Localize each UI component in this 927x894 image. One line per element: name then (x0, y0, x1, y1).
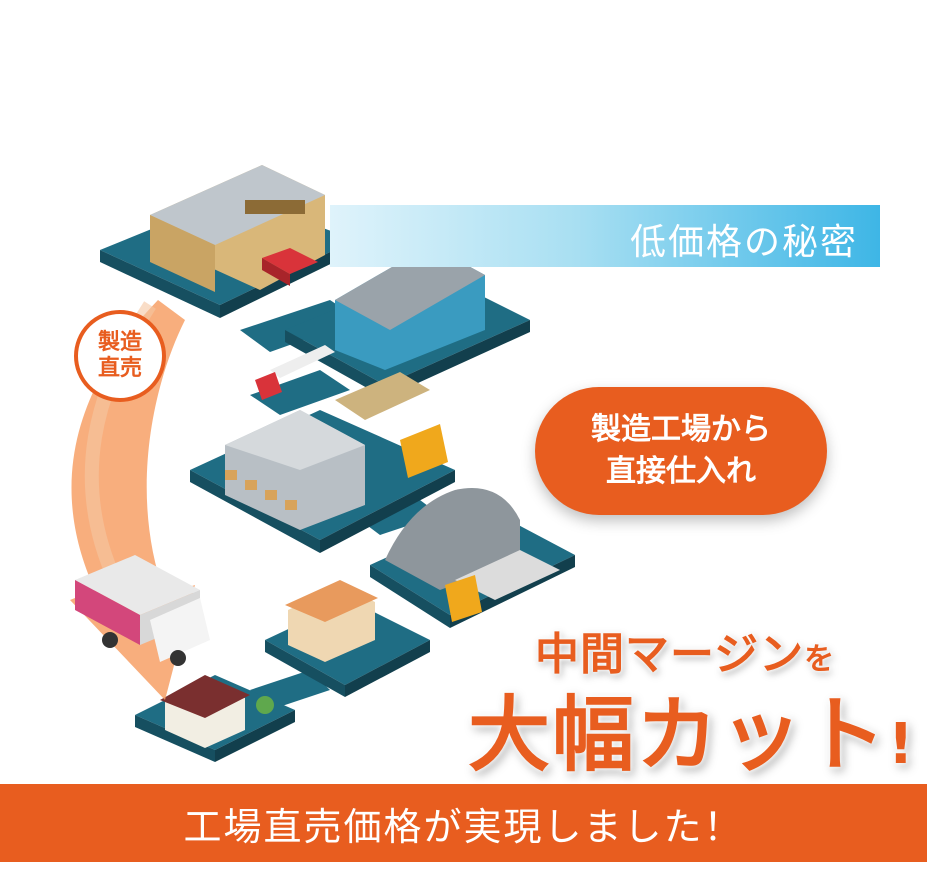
delivery-truck-icon (75, 555, 210, 666)
headline-line1-text: 中間マージン (535, 629, 805, 680)
badge-line2: 直売 (97, 356, 142, 381)
manufacture-direct-badge: 製造 直売 (74, 310, 166, 402)
headline-line2-text: 大幅カット (468, 688, 889, 783)
callout-line2: 直接仕入れ (606, 454, 756, 489)
headline-line1-particle: を (804, 642, 836, 677)
dome-warehouse-platform (370, 488, 575, 628)
badge-line1: 製造 (97, 330, 142, 355)
yellow-truck-icon (335, 372, 448, 478)
storage-platform (190, 372, 455, 553)
headline-line1: 中間マージンを (535, 618, 835, 682)
house-platform (135, 675, 295, 762)
path-segment (360, 500, 440, 535)
headline-line2: 大幅カット! (468, 668, 916, 787)
footer-text: 工場直売価格が実現しました！ (183, 804, 744, 849)
callout-line1: 製造工場から (591, 412, 771, 447)
footer-bar: 工場直売価格が実現しました！ (0, 784, 927, 862)
yellow-truck-icon (445, 550, 560, 622)
shop-platform (265, 580, 430, 697)
red-truck-icon (262, 248, 318, 286)
headline-line2-exclaim: ! (888, 712, 916, 777)
warehouse-platform (100, 165, 355, 318)
title-band-text: 低価格の秘密 (629, 222, 858, 263)
white-truck-icon (255, 345, 335, 400)
callout-pill: 製造工場から 直接仕入れ (535, 387, 827, 515)
path-segment (250, 370, 350, 415)
title-band: 低価格の秘密 (330, 205, 880, 267)
